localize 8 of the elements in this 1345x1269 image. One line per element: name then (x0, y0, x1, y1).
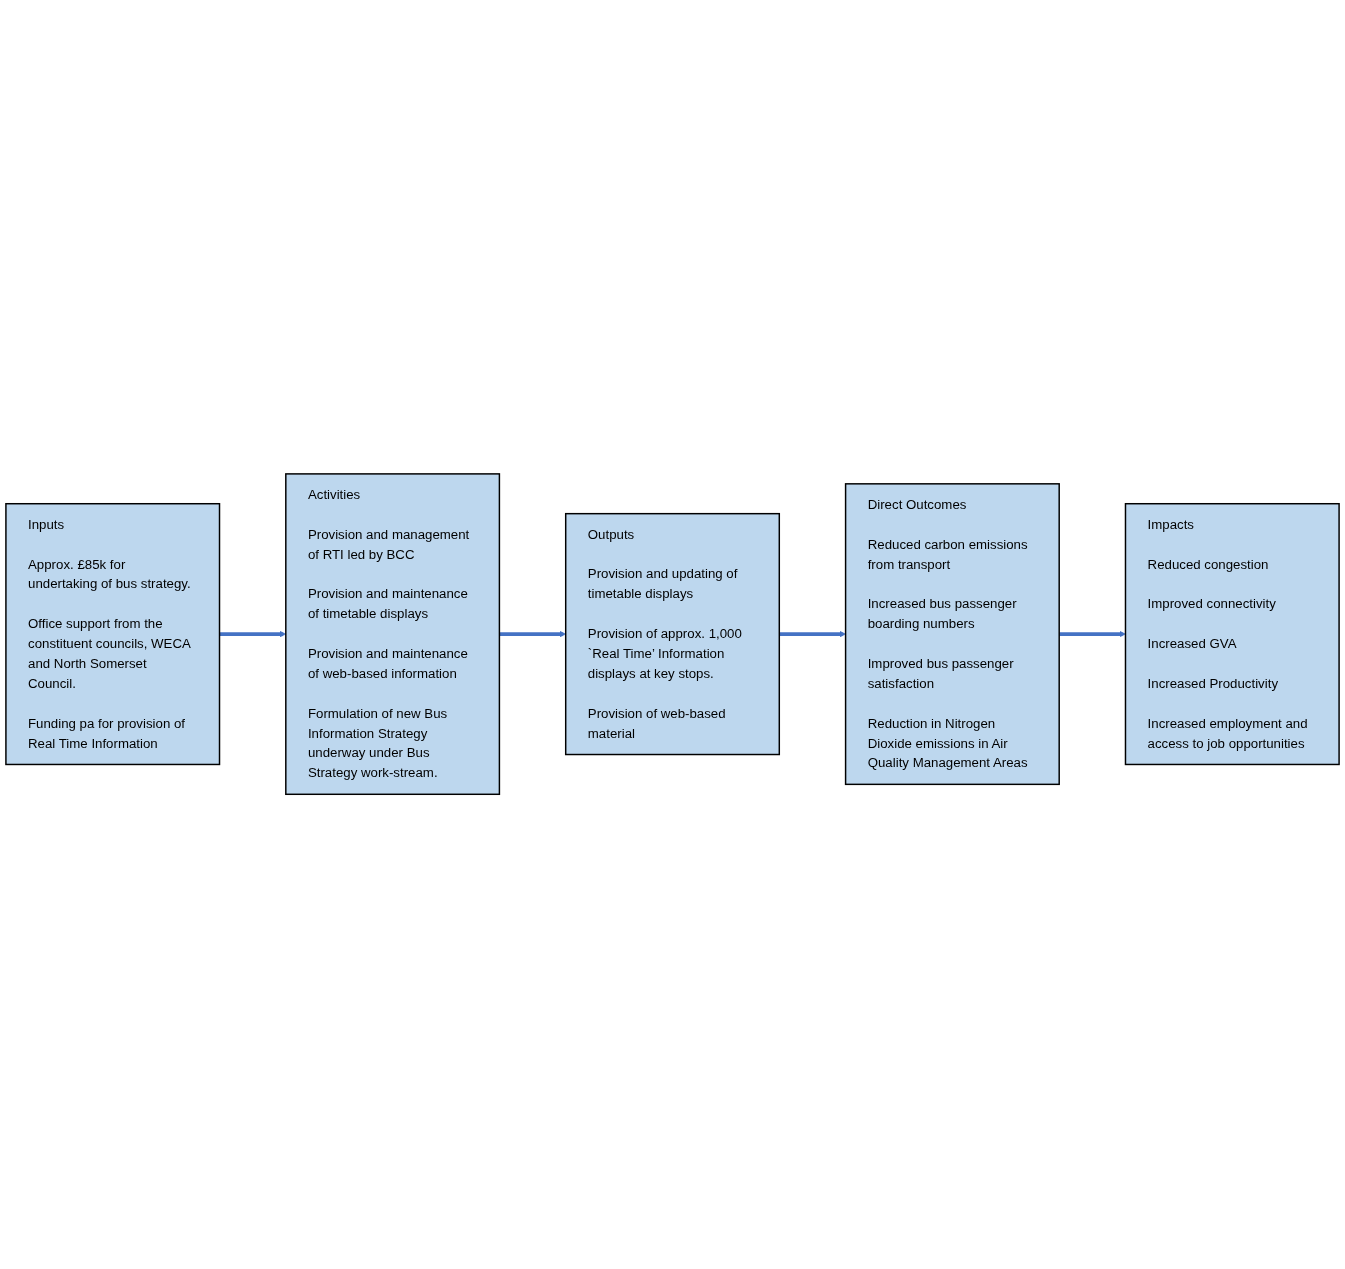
node-box: Outputs Provision and updating of timetable displays Provision of approx. 1,000 `Real Time’ Information displays at key stops. Provision of web-based material (564, 513, 781, 756)
node-box: Impacts Reduced congestion Improved connectivity Increased GVA Increased Productivity Increased employment and access to job opportunities (1124, 503, 1340, 766)
arrow (499, 631, 566, 638)
arrow (779, 631, 846, 638)
node-box: Inputs Approx. £85k for undertaking of bus strategy. Office support from the constituent councils, WECA and North Somerset Council. Funding pa for provision of Real Time Information (5, 503, 221, 766)
arrow (1059, 631, 1126, 638)
node-box: Activities Provision and management of RTI led by BCC Provision and maintenance of timetable displays Provision and maintenance of web-based information Formulation of new Bus Information Strategy underway under Bus Strategy work-stream. (285, 473, 501, 796)
node-box: Direct Outcomes Reduced carbon emissions from transport Increased bus passenger boarding numbers Improved bus passenger satisfaction Reduction in Nitrogen Dioxide emissions in Air Quality Management Areas (844, 483, 1060, 786)
